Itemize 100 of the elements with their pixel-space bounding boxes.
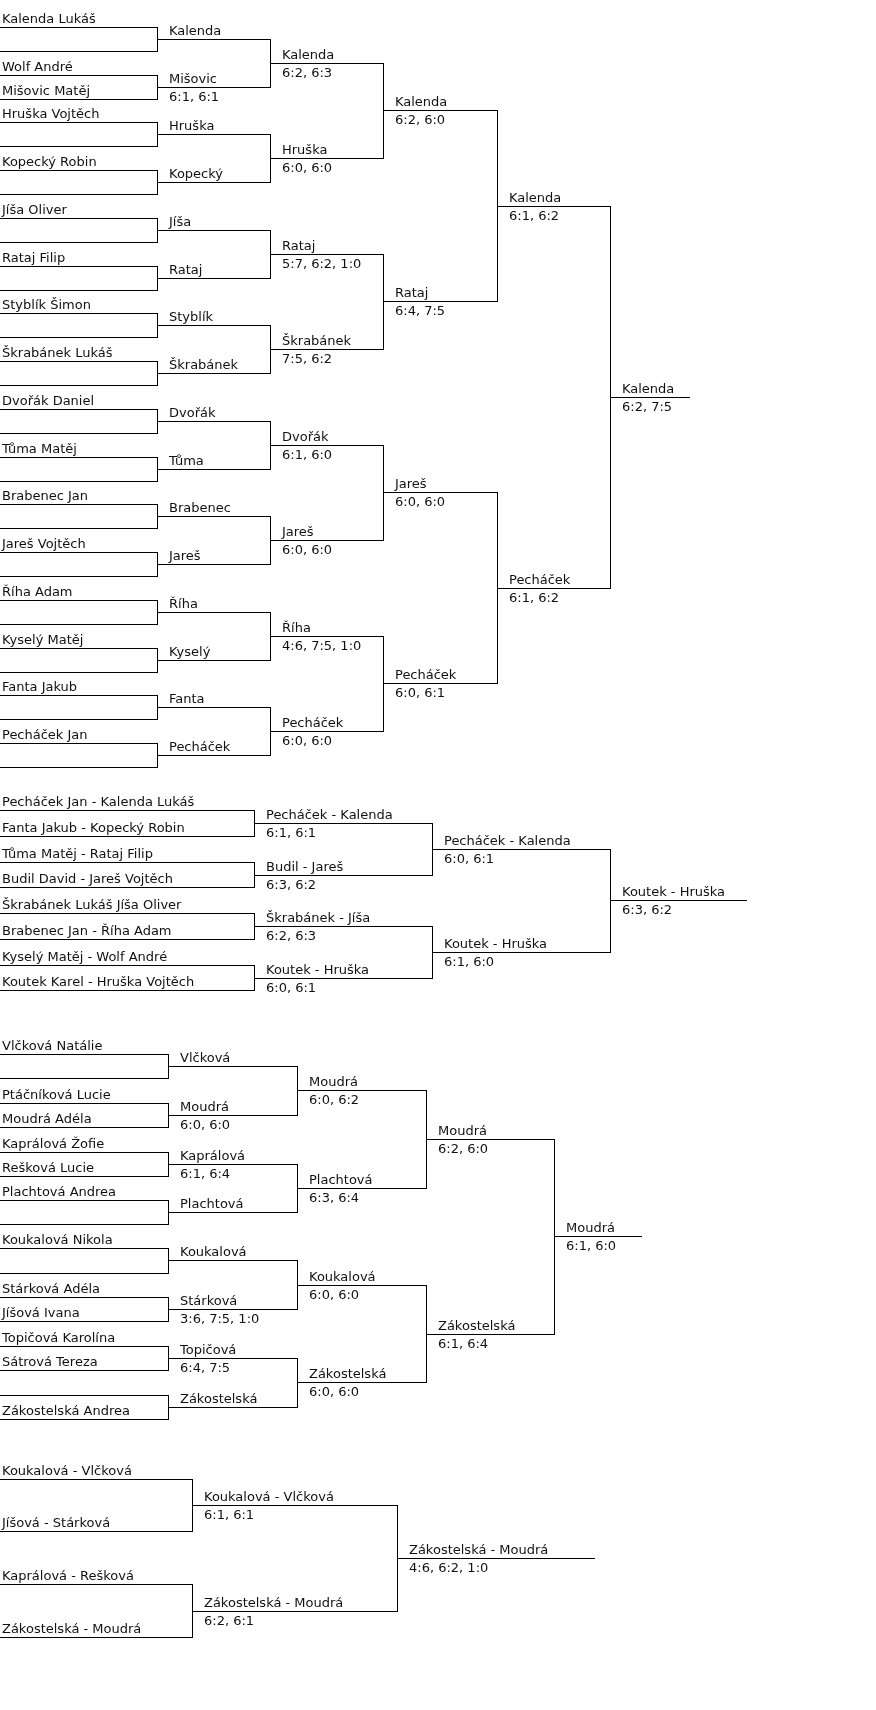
competitor-name: Koukalová	[309, 1269, 376, 1284]
match-score: 6:0, 6:0	[180, 1117, 231, 1132]
match-score: 6:1, 6:1	[266, 825, 317, 840]
competitor-name: Brabenec Jan	[2, 488, 89, 503]
competitor-name: Kyselý Matěj	[2, 632, 84, 647]
competitor-name: Moudrá	[180, 1099, 229, 1114]
competitor-name: Tůma Matěj	[2, 441, 77, 456]
competitor-name: Pecháček	[282, 715, 344, 730]
competitor-name: Kalenda	[622, 381, 675, 396]
competitor-name: Koutek - Hruška	[622, 884, 726, 899]
competitor-name: Zákostelská	[180, 1391, 258, 1406]
competitor-name: Říha Adam	[2, 584, 73, 599]
competitor-name: Fanta Jakub - Kopecký Robin	[2, 820, 185, 835]
match-score: 6:2, 6:0	[438, 1141, 489, 1156]
competitor-name: Koukalová Nikola	[2, 1232, 113, 1247]
match-score: 6:1, 6:1	[169, 89, 220, 104]
match-score: 6:4, 7:5	[395, 303, 446, 318]
competitor-name: Kalenda	[282, 47, 335, 62]
competitor-name: Kopecký	[169, 166, 223, 181]
competitor-name: Koutek - Hruška	[444, 936, 548, 951]
competitor-name: Zákostelská - Moudrá	[409, 1542, 549, 1557]
match-score: 6:1, 6:0	[566, 1238, 617, 1253]
match-score: 6:2, 6:0	[395, 112, 446, 127]
competitor-name: Tůma Matěj - Rataj Filip	[2, 846, 153, 861]
competitor-name: Tůma	[169, 453, 204, 468]
competitor-name: Jíšová Ivana	[2, 1305, 80, 1320]
competitor-name: Pecháček	[509, 572, 571, 587]
competitor-name: Stárková Adéla	[2, 1281, 100, 1296]
match-score: 6:1, 6:4	[180, 1166, 231, 1181]
competitor-name: Pecháček Jan	[2, 727, 88, 742]
match-score: 6:1, 6:0	[444, 954, 495, 969]
competitor-name: Koukalová - Vlčková	[2, 1463, 132, 1478]
match-score: 6:2, 6:3	[282, 65, 333, 80]
competitor-name: Moudrá	[438, 1123, 487, 1138]
match-score: 5:7, 6:2, 1:0	[282, 256, 362, 271]
competitor-name: Koutek - Hruška	[266, 962, 370, 977]
competitor-name: Zákostelská	[438, 1318, 516, 1333]
match-score: 6:0, 6:0	[282, 733, 333, 748]
competitor-name: Jíša Oliver	[2, 202, 67, 217]
competitor-name: Rataj	[282, 238, 316, 253]
match-score: 6:1, 6:2	[509, 208, 560, 223]
competitor-name: Koutek Karel - Hruška Vojtěch	[2, 974, 195, 989]
competitor-name: Jareš	[169, 548, 201, 563]
competitor-name: Jíšová - Stárková	[2, 1515, 111, 1530]
competitor-name: Škrabánek	[169, 357, 239, 372]
competitor-name: Zákostelská - Moudrá	[204, 1595, 344, 1610]
competitor-name: Kaprálová Žofie	[2, 1136, 105, 1151]
match-score: 7:5, 6:2	[282, 351, 333, 366]
match-score: 6:1, 6:1	[204, 1507, 255, 1522]
competitor-name: Kalenda Lukáš	[2, 11, 96, 26]
competitor-name: Rešková Lucie	[2, 1160, 95, 1175]
match-score: 6:0, 6:1	[395, 685, 446, 700]
competitor-name: Kalenda	[395, 94, 448, 109]
competitor-name: Pecháček - Kalenda	[444, 833, 571, 848]
competitor-name: Koukalová	[180, 1244, 247, 1259]
competitor-name: Mišovic	[169, 71, 217, 86]
competitor-name: Vlčková Natálie	[2, 1038, 103, 1053]
match-score: 6:1, 6:4	[438, 1336, 489, 1351]
competitor-name: Dvořák	[282, 429, 329, 444]
competitor-name: Hruška	[169, 118, 215, 133]
competitor-name: Koukalová - Vlčková	[204, 1489, 334, 1504]
match-score: 4:6, 6:2, 1:0	[409, 1560, 489, 1575]
match-score: 6:0, 6:2	[309, 1092, 360, 1107]
competitor-name: Hruška	[282, 142, 328, 157]
competitor-name: Sátrová Tereza	[2, 1354, 98, 1369]
match-score: 6:4, 7:5	[180, 1360, 231, 1375]
competitor-name: Hruška Vojtěch	[2, 106, 100, 121]
competitor-name: Styblík	[169, 309, 214, 324]
competitor-name: Kopecký Robin	[2, 154, 97, 169]
competitor-name: Říha	[169, 596, 198, 611]
competitor-name: Wolf André	[2, 59, 73, 74]
match-score: 6:3, 6:2	[622, 902, 673, 917]
competitor-name: Škrabánek	[282, 333, 352, 348]
competitor-name: Plachtová	[180, 1196, 244, 1211]
competitor-name: Pecháček - Kalenda	[266, 807, 393, 822]
match-score: 6:2, 6:1	[204, 1613, 255, 1628]
match-score: 6:3, 6:4	[309, 1190, 360, 1205]
match-score: 6:2, 6:3	[266, 928, 317, 943]
competitor-name: Plachtová	[309, 1172, 373, 1187]
competitor-name: Kalenda	[509, 190, 562, 205]
competitor-name: Kalenda	[169, 23, 222, 38]
match-score: 6:0, 6:0	[282, 160, 333, 175]
competitor-name: Jareš	[395, 476, 427, 491]
match-score: 6:0, 6:1	[444, 851, 495, 866]
competitor-name: Rataj	[395, 285, 429, 300]
competitor-name: Zákostelská	[309, 1366, 387, 1381]
match-score: 4:6, 7:5, 1:0	[282, 638, 362, 653]
competitor-name: Dvořák Daniel	[2, 393, 95, 408]
competitor-name: Moudrá	[566, 1220, 615, 1235]
competitor-name: Brabenec Jan - Říha Adam	[2, 923, 172, 938]
competitor-name: Stárková	[180, 1293, 238, 1308]
match-score: 6:0, 6:0	[309, 1384, 360, 1399]
competitor-name: Budil - Jareš	[266, 859, 344, 874]
competitor-name: Říha	[282, 620, 311, 635]
match-score: 6:1, 6:0	[282, 447, 333, 462]
competitor-name: Zákostelská Andrea	[2, 1403, 130, 1418]
competitor-name: Ptáčníková Lucie	[2, 1087, 111, 1102]
competitor-name: Pecháček Jan - Kalenda Lukáš	[2, 794, 195, 809]
competitor-name: Jíša	[169, 214, 192, 229]
competitor-name: Kyselý Matěj - Wolf André	[2, 949, 168, 964]
